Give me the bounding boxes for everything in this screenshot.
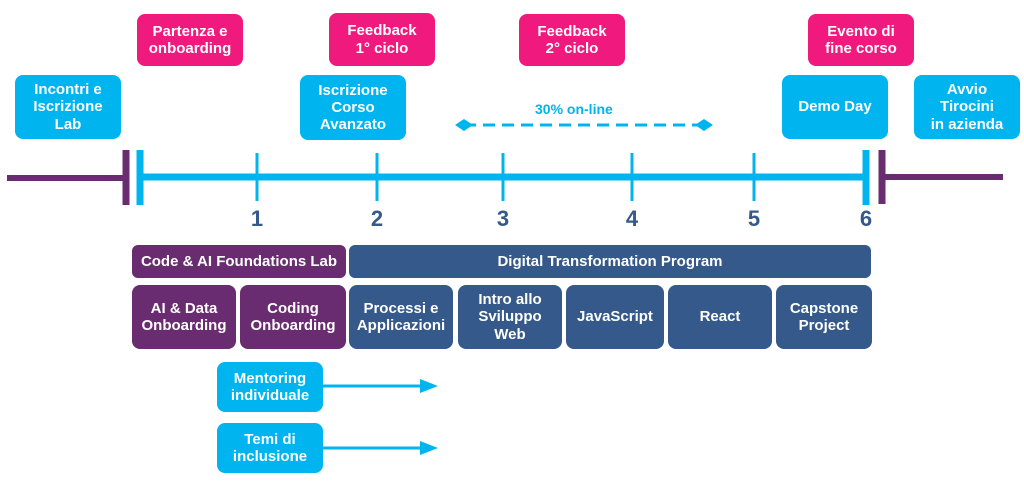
module-javascript: JavaScript bbox=[566, 285, 664, 349]
tick-label-6: 6 bbox=[859, 206, 873, 231]
milestone-feedback-2: Feedback 2° ciclo bbox=[519, 14, 625, 66]
event-incontri-iscrizione: Incontri e Iscrizione Lab bbox=[15, 75, 121, 139]
module-processi-applicazioni: Processi e Applicazioni bbox=[349, 285, 453, 349]
module-capstone-project: Capstone Project bbox=[776, 285, 872, 349]
milestone-feedback-1: Feedback 1° ciclo bbox=[329, 13, 435, 66]
module-intro-sviluppo-web: Intro allo Sviluppo Web bbox=[458, 285, 562, 349]
tick-label-2: 2 bbox=[370, 206, 384, 231]
event-iscrizione-corso: Iscrizione Corso Avanzato bbox=[300, 75, 406, 140]
tick-label-5: 5 bbox=[747, 206, 761, 231]
track-temi-inclusione: Temi di inclusione bbox=[217, 423, 323, 473]
inclusion-arrow-head-icon bbox=[420, 441, 438, 455]
track-mentoring-individuale: Mentoring individuale bbox=[217, 362, 323, 412]
program-code-ai-foundations: Code & AI Foundations Lab bbox=[132, 245, 346, 278]
program-digital-transformation: Digital Transformation Program bbox=[349, 245, 871, 278]
tick-label-4: 4 bbox=[625, 206, 639, 231]
event-demo-day: Demo Day bbox=[782, 75, 888, 139]
online-percentage-label: 30% on-line bbox=[535, 101, 613, 117]
module-ai-data-onboarding: AI & Data Onboarding bbox=[132, 285, 236, 349]
milestone-partenza: Partenza e onboarding bbox=[137, 14, 243, 66]
tick-label-3: 3 bbox=[496, 206, 510, 231]
event-avvio-tirocini: Avvio Tirocini in azienda bbox=[914, 75, 1020, 139]
tick-label-1: 1 bbox=[250, 206, 264, 231]
module-react: React bbox=[668, 285, 772, 349]
online-range-start-icon bbox=[455, 119, 473, 131]
milestone-fine-corso: Evento di fine corso bbox=[808, 14, 914, 66]
mentoring-arrow-head-icon bbox=[420, 379, 438, 393]
online-range-end-icon bbox=[695, 119, 713, 131]
module-coding-onboarding: Coding Onboarding bbox=[240, 285, 346, 349]
